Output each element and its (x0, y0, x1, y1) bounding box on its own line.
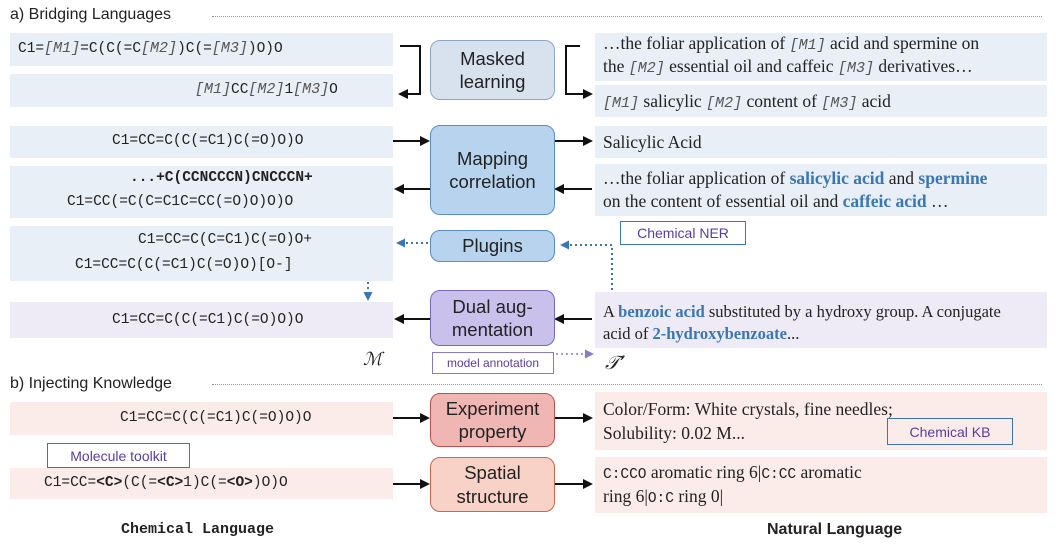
footer-chemical-language: Chemical Language (121, 521, 275, 538)
model-annotation-tag: model annotation (432, 352, 554, 374)
right-text-dual-2: acid of 2-hydroxybenzoate... (603, 324, 800, 343)
right-band-5 (595, 292, 1047, 348)
plugins-box: Plugins (430, 230, 555, 262)
left-smiles-spatial: C1=CC=<C>(C(=<C>1)C(=<O>)O)O (44, 475, 288, 491)
right-text-salicylic: Salicylic Acid (603, 132, 702, 152)
left-band-4 (10, 166, 393, 218)
right-text-dual-1: A benzoic acid substituted by a hydroxy … (603, 302, 1001, 321)
footer-natural-language: Natural Language (767, 521, 903, 538)
ner-path (560, 240, 613, 290)
right-text-masked-2: the [M2] essential oil and caffeic [M3] … (603, 56, 973, 77)
right-text-masked-1: …the foliar application of [M1] acid and… (603, 33, 980, 54)
right-text-spatial-1: C:CCO aromatic ring 6|C:CC aromatic (603, 462, 862, 483)
left-smiles-dual: C1=CC=C(C(=C1)C(=O)O)O (112, 312, 304, 328)
left-band-5 (10, 226, 393, 281)
right-text-mapping-1: …the foliar application of salicylic aci… (603, 168, 988, 188)
left-smiles-masked-1: C1=[M1]=C(C(=C[M2])C(=[M3])O)O (18, 40, 283, 57)
left-smiles-salicylic: C1=CC=C(C(=C1)C(=O)O)O (112, 133, 304, 149)
masked-right-bracket (565, 45, 593, 99)
m-symbol: ℳ (363, 349, 383, 370)
left-smiles-plugin-2: C1=CC=C(C(=C1)C(=O)O)[O-] (75, 257, 293, 273)
section-a-title: a) Bridging Languages (10, 6, 172, 23)
left-band-2 (10, 74, 393, 107)
left-smiles-caffeic: C1=CC(=C(C=C1C=CC(=O)O)O)O (67, 194, 294, 210)
chemical-ner-tag: Chemical NER (620, 221, 746, 245)
left-smiles-spermine: ...+C(CCNCCCN)CNCCCN+ (130, 170, 313, 186)
masked-learning-box: Masked learning (430, 40, 555, 100)
right-band-3 (595, 126, 1047, 158)
section-b-divider (212, 384, 1042, 385)
left-smiles-masked-2: [M1]CC[M2]1[M3]O (195, 81, 338, 98)
dual-augmentation-box: Dual aug-mentation (430, 290, 555, 346)
right-band-4 (595, 164, 1047, 216)
left-band-7 (10, 402, 393, 435)
right-text-experiment-1: Color/Form: White crystals, fine needles… (603, 399, 893, 419)
t-symbol: 𝒯’ (605, 352, 626, 374)
right-text-spatial-2: ring 6|O:C ring 0| (603, 486, 724, 507)
spatial-structure-box: Spatial structure (430, 457, 555, 512)
masked-left-bracket (398, 45, 421, 99)
left-smiles-plugin-1: C1=CC=C(C=C1)C(=O)O+ (138, 232, 313, 248)
mapping-correlation-box: Mapping correlation (430, 125, 555, 215)
chemical-kb-tag: Chemical KB (887, 418, 1013, 445)
section-a-divider (212, 16, 1042, 17)
left-band-8 (10, 468, 393, 499)
right-text-mapping-2: on the content of essential oil and caff… (603, 191, 949, 211)
left-smiles-experiment: C1=CC=C(C(=C1)C(=O)O)O (120, 410, 312, 426)
left-band-1 (10, 33, 393, 66)
left-band-6 (10, 302, 393, 338)
right-text-experiment-2: Solubility: 0.02 M... (603, 423, 745, 443)
right-band-2 (595, 85, 1047, 117)
left-band-3 (10, 126, 393, 158)
right-text-masked-3: [M1] salicylic [M2] content of [M3] acid (603, 91, 891, 112)
molecule-toolkit-tag: Molecule toolkit (47, 443, 190, 468)
experiment-property-box: Experiment property (430, 393, 555, 447)
right-band-7 (595, 457, 1047, 513)
right-band-1 (595, 33, 1047, 81)
section-b-title: b) Injecting Knowledge (10, 375, 172, 392)
